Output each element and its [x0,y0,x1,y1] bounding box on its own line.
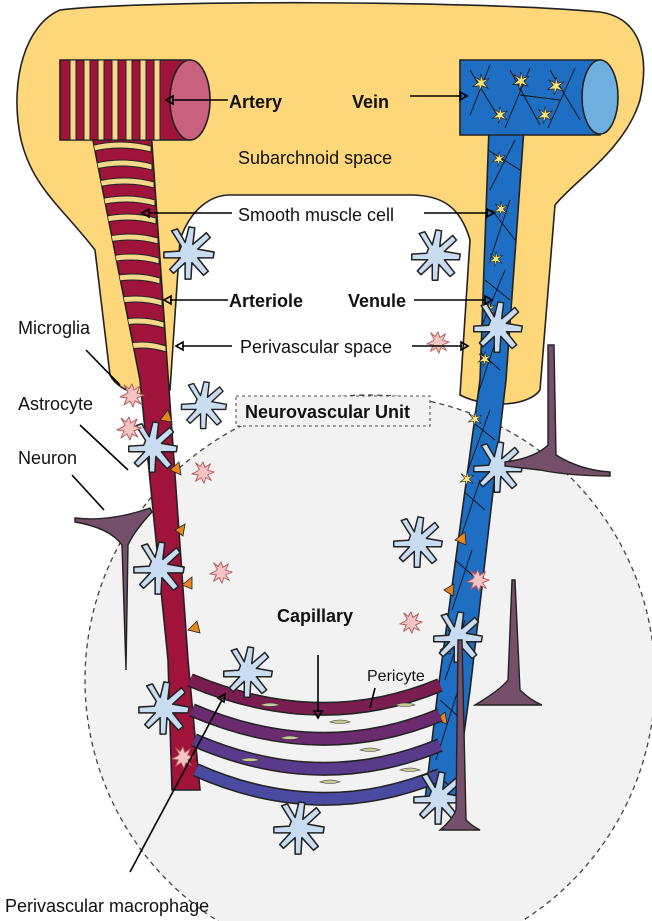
label-subarachnoid-space: Subarchnoid space [238,148,392,168]
label-arteriole: Arteriole [229,291,303,311]
label-astrocyte: Astrocyte [18,394,93,414]
label-neuron: Neuron [18,448,77,468]
vein-lumen [582,60,618,134]
label-microglia: Microglia [18,318,91,338]
label-vein: Vein [352,92,389,112]
label-artery: Artery [229,92,282,112]
label-perivascular-space: Perivascular space [240,337,392,357]
label-perivascular-macrophage: Perivascular macrophage [5,896,209,916]
label-neurovascular-unit: Neurovascular Unit [245,402,410,422]
label-smooth-muscle-cell: Smooth muscle cell [238,205,394,225]
label-venule: Venule [348,291,406,311]
label-pericyte: Pericyte [367,668,425,685]
label-capillary: Capillary [277,606,353,626]
